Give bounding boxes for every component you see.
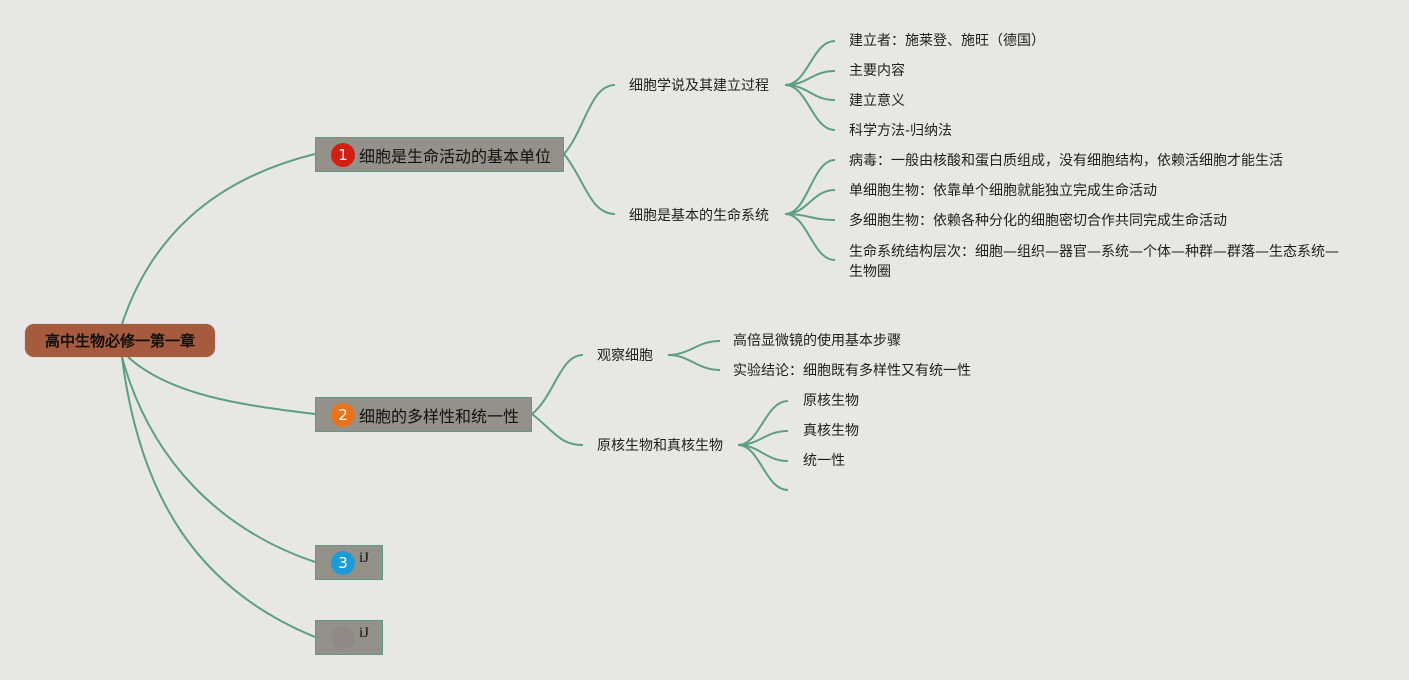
leaf-significance[interactable]: 建立意义 [849,93,905,109]
leaf-microscope-steps[interactable]: 高倍显微镜的使用基本步骤 [733,333,901,349]
connector-branch-2-child-1 [531,354,584,415]
leaf-founders[interactable]: 建立者：施莱登、施旺（德国） [849,33,1045,49]
leaf-unicellular[interactable]: 单细胞生物：依靠单个细胞就能独立完成生命活动 [849,183,1157,199]
branch-topic-1[interactable]: 1 细胞是生命活动的基本单位 [315,137,564,172]
leaf-eukaryote[interactable]: 真核生物 [803,423,859,439]
leaf-virus[interactable]: 病毒：一般由核酸和蛋白质组成，没有细胞结构，依赖活细胞才能生活 [849,153,1283,169]
subtopic-prokaryote-eukaryote[interactable]: 原核生物和真核生物 [597,438,723,454]
leaf-unity[interactable]: 统一性 [803,453,845,469]
connector-leaf-2-2-4 [737,444,789,491]
leaf-multicellular[interactable]: 多细胞生物：依赖各种分化的细胞密切合作共同完成生命活动 [849,213,1227,229]
priority-2-icon: 2 [331,402,355,427]
connector-branch-1-child-1 [563,84,616,155]
connector-root-branch-1 [121,153,316,325]
connector-root-branch-2 [127,356,316,415]
connector-leaf-1-2-4 [784,213,836,261]
connector-leaf-1-2-1 [784,159,836,215]
connector-leaf-2-1-2 [667,354,721,371]
connector-root-branch-3 [121,356,316,563]
branch-topic-1-label: 细胞是生命活动的基本单位 [359,146,552,166]
branch-topic-3-label: iJ [359,550,370,566]
leaf-prokaryote[interactable]: 原核生物 [803,393,859,409]
connector-branch-1-child-2 [563,153,616,215]
connector-root-branch-4 [121,356,316,638]
leaf-method[interactable]: 科学方法-归纳法 [849,123,953,139]
root-topic[interactable]: 高中生物必修一第一章 [25,324,215,357]
branch-topic-4-label: iJ [359,625,370,641]
connector-leaf-2-1-1 [667,340,721,356]
branch-topic-2[interactable]: 2 细胞的多样性和统一性 [315,397,532,432]
connector-branch-2-child-2 [531,413,584,446]
leaf-main-content[interactable]: 主要内容 [849,63,905,79]
priority-1-icon: 1 [331,142,355,167]
subtopic-cell-theory[interactable]: 细胞学说及其建立过程 [629,78,769,94]
branch-topic-2-label: 细胞的多样性和统一性 [359,406,520,426]
leaf-conclusion[interactable]: 实验结论：细胞既有多样性又有统一性 [733,363,971,379]
connector-leaf-1-1-4 [784,84,836,131]
subtopic-basic-life-system[interactable]: 细胞是基本的生命系统 [629,208,769,224]
connector-leaf-1-2-2 [784,189,836,215]
priority-3-icon: 3 [331,550,355,575]
root-topic-label: 高中生物必修一第一章 [44,332,195,350]
branch-topic-3[interactable]: 3 iJ [315,545,383,580]
priority-4-icon: 4 [331,625,355,650]
leaf-hierarchy[interactable]: 生命系统结构层次：细胞—组织—器官—系统—个体—种群—群落—生态系统—生物圈 [849,244,1339,280]
branch-topic-4[interactable]: 4 iJ [315,620,383,655]
subtopic-observe-cells[interactable]: 观察细胞 [597,348,653,364]
